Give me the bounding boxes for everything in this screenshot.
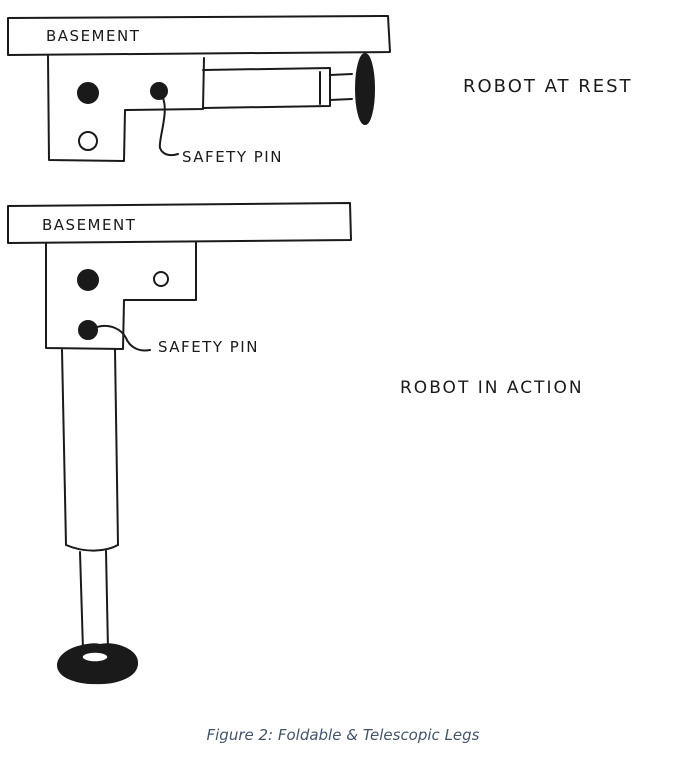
- action-basement-label: BASEMENT: [42, 216, 136, 234]
- action-bracket: [45, 241, 197, 350]
- action-hole-top-left: [77, 269, 99, 291]
- rest-safety-pin: [150, 82, 168, 100]
- figure-caption: Figure 2: Foldable & Telescopic Legs: [206, 726, 480, 744]
- rest-safety-pin-label: SAFETY PIN: [182, 148, 283, 166]
- action-foot-socket: [81, 651, 109, 663]
- rest-hole-top-left: [77, 82, 99, 104]
- rest-diagram: [7, 15, 391, 162]
- action-hole-top-right: [153, 271, 169, 287]
- action-safety-pin: [78, 320, 98, 340]
- rest-basement-plate: [7, 15, 391, 56]
- action-foot: [56, 643, 139, 685]
- action-diagram: [7, 202, 352, 651]
- action-outer-tube: [61, 349, 119, 552]
- rest-bracket: [47, 55, 205, 162]
- action-state-label: ROBOT IN ACTION: [400, 378, 584, 398]
- rest-state-label: ROBOT AT REST: [463, 76, 633, 97]
- rest-basement-label: BASEMENT: [46, 27, 140, 45]
- action-basement-plate: [7, 202, 352, 244]
- action-safety-pin-label: SAFETY PIN: [158, 338, 259, 356]
- rest-leg-tube: [202, 67, 331, 109]
- action-inner-tube: [79, 550, 109, 651]
- rest-pin-pointer: [158, 95, 179, 157]
- rest-foot: [355, 53, 375, 125]
- rest-hole-bottom-left: [78, 131, 98, 151]
- rest-leg-inner: [319, 71, 353, 105]
- action-pin-pointer: [93, 324, 151, 352]
